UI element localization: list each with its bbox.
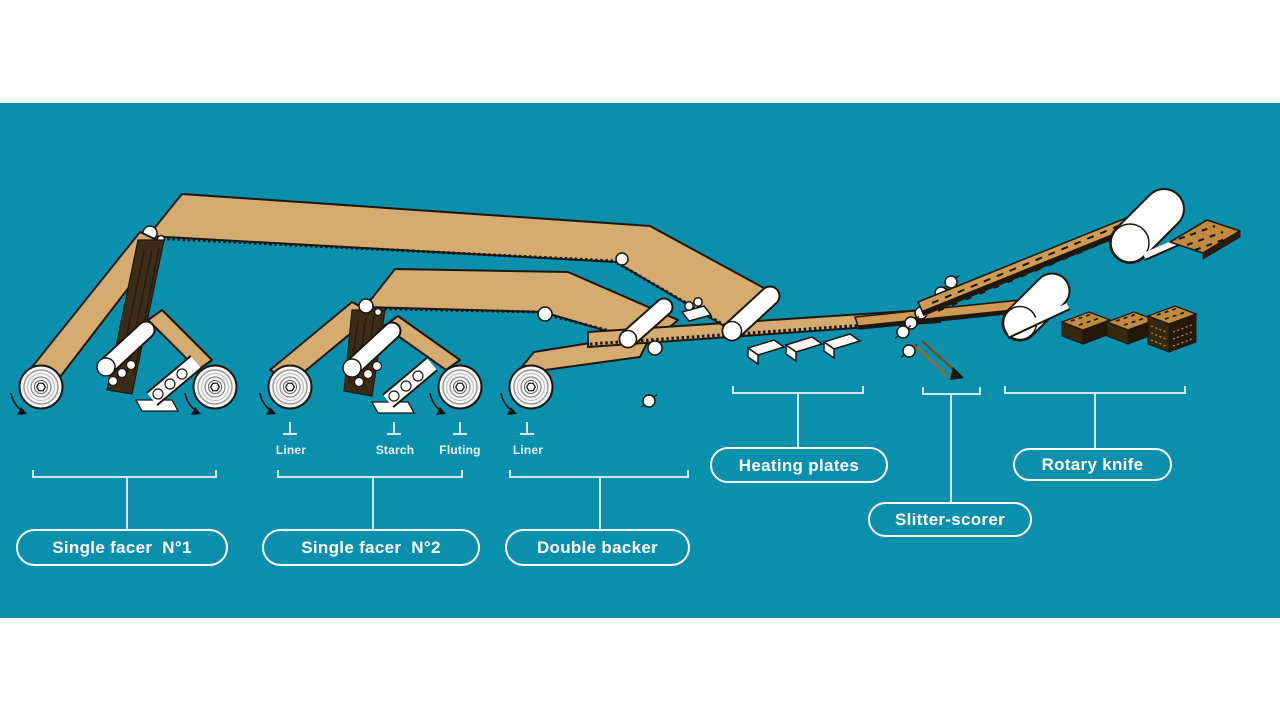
- single-facer-1-web-band: [142, 193, 776, 337]
- starch-label: Starch: [375, 443, 415, 457]
- paper-roll-icon: [192, 364, 238, 410]
- fluting-marker-icon: [452, 421, 468, 435]
- paper-roll-icon: [437, 364, 483, 410]
- liner-marker-icon: [519, 421, 535, 435]
- trim-arrow-icon: [950, 367, 964, 380]
- single-facer-2-illustration: [259, 298, 483, 415]
- fluting-label: Fluting: [439, 443, 481, 457]
- liner-marker-icon: [282, 421, 298, 435]
- upper-takeoff-roller: [1109, 188, 1189, 264]
- single-facer-1-illustration: [10, 231, 238, 415]
- slitter-scorer-illustration: [894, 274, 964, 380]
- double-backer-belt: [587, 308, 941, 348]
- paper-roll-icon: [18, 364, 64, 410]
- heating-plates-illustration: [746, 333, 862, 366]
- double-backer-label: Double backer: [505, 529, 690, 566]
- label-brackets: [32, 386, 1186, 529]
- liner-label-2: Liner: [512, 443, 544, 457]
- starch-marker-icon: [386, 421, 402, 435]
- paper-roll-icon: [508, 364, 554, 410]
- cut-sheet-panel: [1169, 219, 1241, 260]
- board-stack-icon: [1061, 311, 1111, 345]
- single-facer-2-label: Single facer N°2: [262, 529, 480, 566]
- heating-plates-label: Heating plates: [710, 447, 888, 483]
- lower-takeoff-roller: [1001, 272, 1071, 342]
- junction-press-rollers: [618, 285, 781, 409]
- upper-board: [917, 213, 1143, 316]
- paper-roll-icon: [267, 364, 313, 410]
- single-facer-1-label: Single facer N°1: [16, 529, 228, 566]
- board-stack-tall-icon: [1146, 305, 1198, 353]
- rotary-knife-label: Rotary knife: [1013, 448, 1172, 481]
- starch-unit-icon: [136, 362, 196, 411]
- slitter-scorer-label: Slitter-scorer: [868, 502, 1032, 537]
- starch-unit-icon: [372, 364, 432, 413]
- liner-label-1: Liner: [275, 443, 307, 457]
